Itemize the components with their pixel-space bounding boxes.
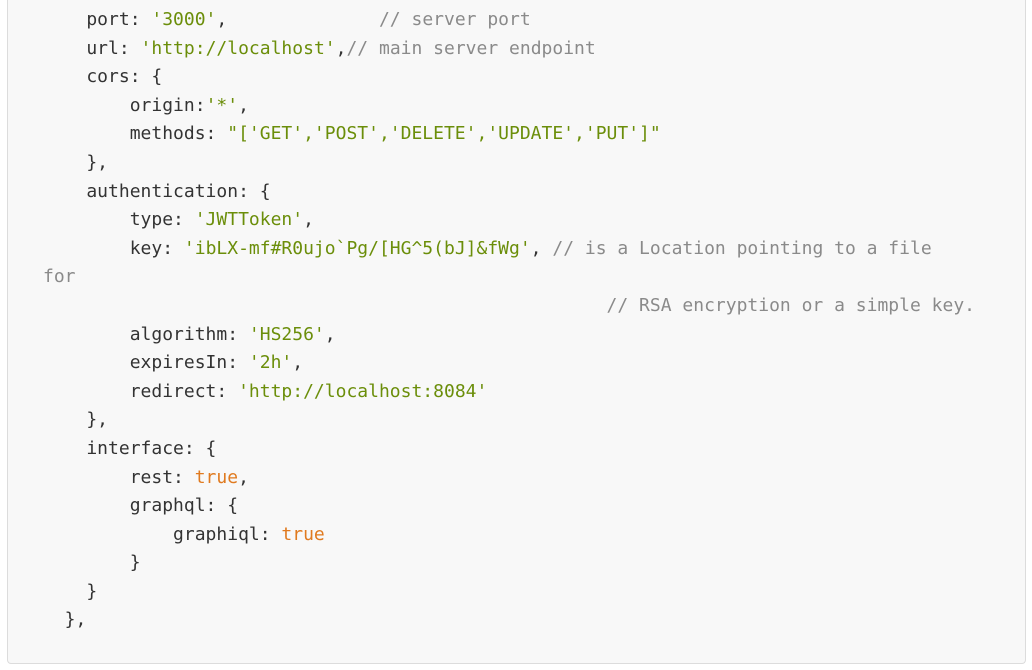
code-text: key:: [43, 237, 184, 259]
code-line: algorithm: 'HS256',: [43, 321, 975, 350]
code-text: [43, 295, 607, 316]
code-string: '*': [205, 94, 239, 116]
code-string: "['GET','POST','DELETE','UPDATE','PUT']": [227, 123, 661, 145]
code-line: }: [43, 578, 975, 607]
code-text: ,: [530, 237, 553, 259]
code-text: algorithm:: [43, 323, 249, 345]
code-text: },: [43, 409, 109, 431]
code-comment: // is a Location pointing to a file: [552, 237, 932, 259]
code-text: port:: [43, 9, 152, 30]
code-line: },: [43, 149, 975, 178]
code-text: ,: [238, 466, 249, 488]
code-line: redirect: 'http://localhost:8084': [43, 378, 975, 407]
code-line: url: 'http://localhost',// main server e…: [43, 35, 975, 64]
code-text: authentication: {: [43, 180, 271, 202]
code-text: graphiql:: [43, 523, 282, 545]
code-string: 'http://localhost:8084': [238, 380, 488, 402]
code-comment: for: [43, 266, 76, 288]
code-text: graphql: {: [43, 495, 239, 517]
code-text: }: [43, 552, 141, 574]
code-line: origin:'*',: [43, 92, 975, 121]
code-line: }: [43, 549, 975, 578]
code-line: graphiql: true: [43, 521, 975, 550]
code-text: methods:: [43, 123, 228, 145]
code-text: rest:: [43, 466, 195, 488]
code-string: '2h': [248, 352, 293, 374]
code-line: key: 'ibLX-mf#R0ujo`Pg/[HG^5(bJ]&fWg', /…: [43, 235, 975, 264]
code-line: graphql: {: [43, 492, 975, 521]
code-text: origin:: [43, 94, 206, 116]
code-string: '3000': [151, 9, 217, 30]
code-text: redirect:: [43, 380, 239, 402]
code-text: ,: [324, 323, 336, 345]
code-string: 'ibLX-mf#R0ujo`Pg/[HG^5(bJ]&fWg': [183, 237, 531, 259]
code-text: ,: [303, 209, 314, 231]
code-line: // RSA encryption or a simple key.: [43, 292, 975, 321]
code-line: expiresIn: '2h',: [43, 349, 975, 378]
code-keyword: true: [194, 466, 239, 488]
code-line: interface: {: [43, 435, 975, 464]
code-line: rest: true,: [43, 464, 975, 493]
code-text: ,: [238, 94, 249, 116]
code-line: port: '3000', // server port: [43, 6, 975, 35]
code-string: 'http://localhost': [140, 37, 336, 59]
code-line: },: [43, 606, 975, 635]
code-line: },: [43, 406, 975, 435]
code-text: type:: [43, 209, 195, 231]
code-text: url:: [43, 37, 141, 59]
code-block: port: '3000', // server port url: 'http:…: [7, 0, 1026, 664]
code-comment: // RSA encryption or a simple key.: [606, 294, 975, 316]
code-line: cors: {: [43, 63, 975, 92]
code-text: interface: {: [43, 437, 217, 459]
code-string: 'HS256': [248, 323, 325, 345]
code-line: type: 'JWTToken',: [43, 206, 975, 235]
code-listing: port: '3000', // server port url: 'http:…: [43, 6, 975, 635]
code-text: },: [43, 151, 109, 173]
code-comment: // main server endpoint: [346, 37, 596, 59]
code-comment: // server port: [378, 9, 531, 30]
code-string: 'JWTToken': [194, 209, 304, 231]
code-text: },: [43, 609, 87, 631]
code-text: }: [43, 580, 98, 602]
code-text: ,: [216, 9, 379, 30]
code-text: cors: {: [43, 66, 163, 88]
code-text: ,: [335, 37, 347, 59]
code-text: ,: [292, 352, 304, 374]
code-keyword: true: [281, 523, 325, 545]
code-text: expiresIn:: [43, 352, 249, 374]
code-line: methods: "['GET','POST','DELETE','UPDATE…: [43, 120, 975, 149]
code-line: authentication: {: [43, 178, 975, 207]
code-line: for: [43, 263, 975, 292]
